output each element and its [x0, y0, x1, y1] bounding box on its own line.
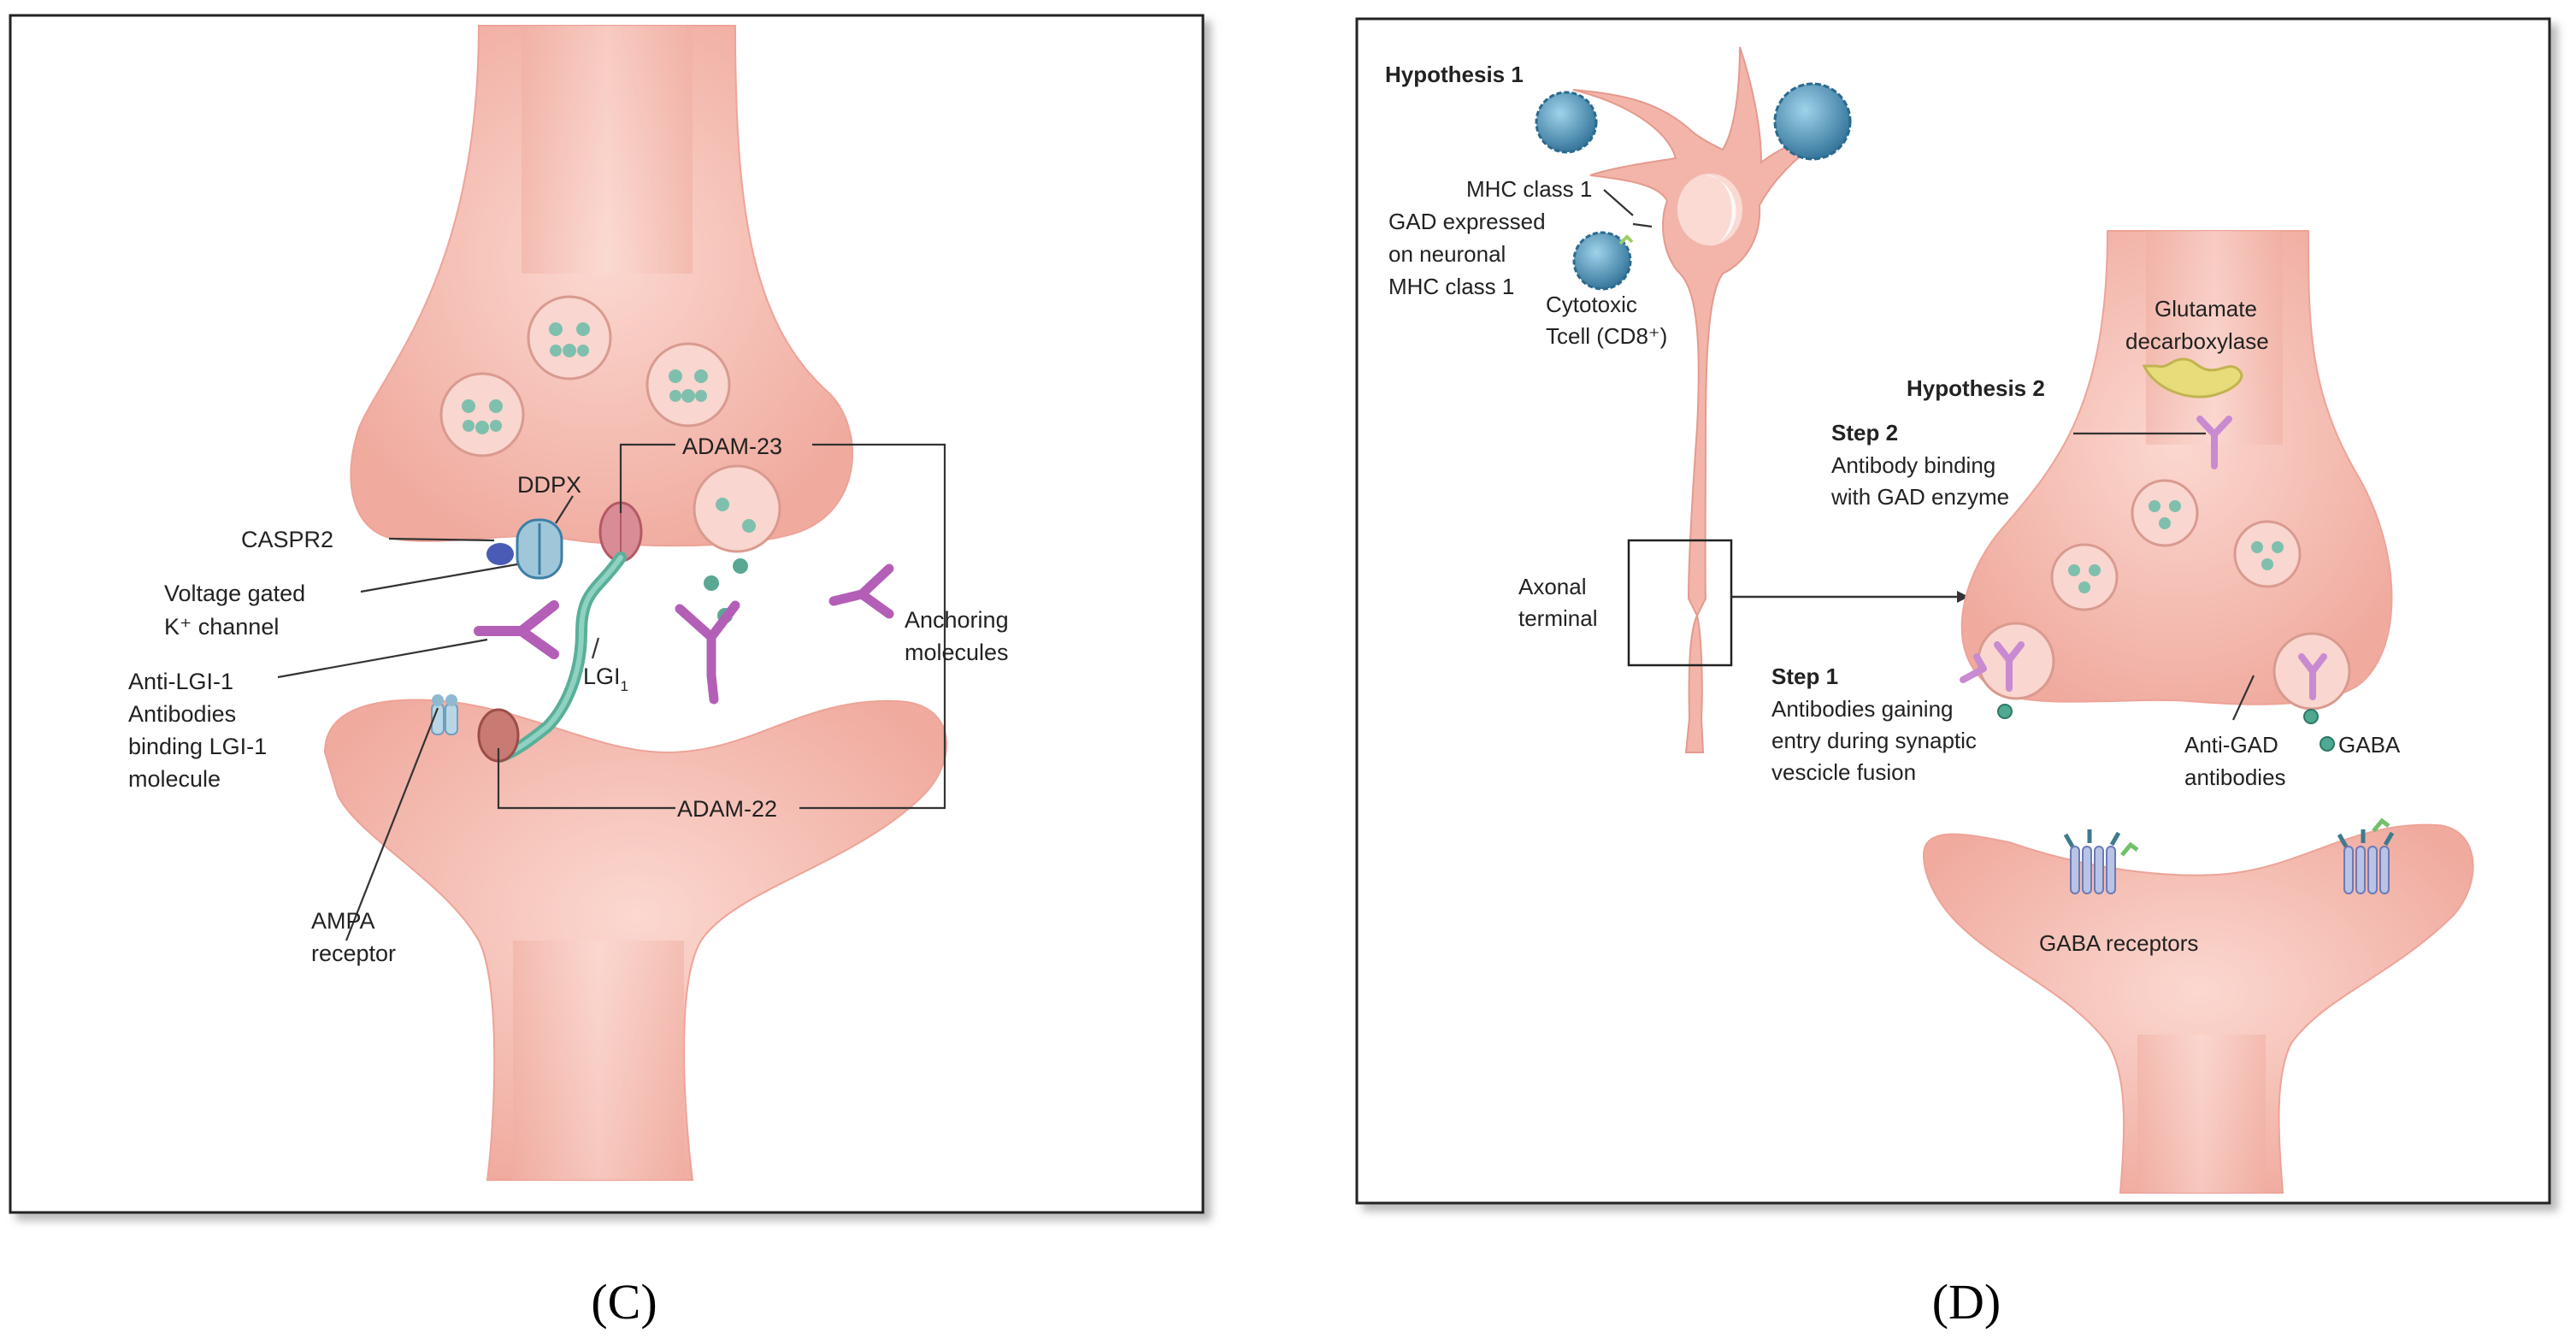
label-step-2: Step 2	[1831, 420, 1898, 445]
label-hypothesis-2: Hypothesis 2	[1907, 375, 2045, 401]
label-step-2-line2: with GAD enzyme	[1830, 484, 2009, 510]
caption-d: (D)	[1932, 1274, 2001, 1330]
label-step-2-line1: Antibody binding	[1831, 452, 1995, 478]
label-anchoring-line1: Anchoring	[905, 607, 1009, 633]
free-antibody	[828, 563, 894, 619]
label-anti-lgi1-line1: Anti-LGI-1	[128, 669, 233, 694]
leader-lines-c	[277, 443, 946, 941]
anti-gad-antibody-step2	[2196, 416, 2232, 469]
vesicle	[439, 372, 525, 457]
gad-mhc-marker	[1618, 234, 1634, 245]
label-adam-23: ADAM-23	[682, 434, 782, 459]
label-lgi1: LGI1	[583, 664, 628, 694]
label-gad-expressed-line2: on neuronal	[1388, 241, 1506, 267]
label-lgi1-text: LGI	[583, 664, 621, 689]
t-cells	[1535, 82, 1852, 291]
label-step-1-line3: vescicle fusion	[1771, 759, 1916, 785]
label-cytotoxic-line2: Tcell (CD8⁺)	[1546, 323, 1667, 349]
vesicle	[2233, 520, 2302, 588]
ampa-receptor	[431, 694, 458, 735]
label-k-channel-line1: Voltage gated	[164, 581, 305, 606]
gaba-receptor	[2337, 817, 2395, 894]
label-glutamate-line2: decarboxylase	[2125, 328, 2269, 354]
axonal-arrow-head	[1957, 591, 1969, 603]
label-step-1-line1: Antibodies gaining	[1771, 696, 1954, 722]
caption-c: (C)	[591, 1274, 657, 1330]
anti-lgi1-antibody	[474, 600, 559, 659]
gaba-molecules	[1997, 704, 2335, 752]
label-mhc-class-1: MHC class 1	[1466, 176, 1592, 202]
vesicle	[527, 295, 612, 380]
glutamate-decarboxylase-enzyme	[2142, 357, 2243, 398]
label-glutamate-line1: Glutamate	[2155, 296, 2257, 321]
label-cytotoxic-line1: Cytotoxic	[1546, 292, 1637, 317]
label-hypothesis-1: Hypothesis 1	[1385, 62, 1524, 87]
label-caspr2: CASPR2	[241, 527, 333, 552]
label-k-channel-line2: K⁺ channel	[164, 614, 279, 640]
neuron-cell	[1572, 46, 1852, 753]
fusing-vesicle	[1977, 622, 2055, 700]
label-axonal-line2: terminal	[1518, 605, 1597, 631]
gaba-receptor	[2063, 829, 2139, 894]
label-anti-gad-line1: Anti-GAD	[2184, 732, 2278, 758]
label-anti-lgi1-line4: molecule	[128, 766, 221, 792]
cytotoxic-t-cell	[1572, 231, 1632, 291]
leader-lines-d	[1603, 189, 2255, 721]
label-anchoring-line2: molecules	[905, 640, 1009, 665]
vesicle	[2131, 479, 2199, 547]
label-gaba-receptors: GABA receptors	[2039, 930, 2198, 956]
free-antibody	[675, 600, 740, 705]
vesicle	[645, 342, 731, 428]
anti-gad-antibody-step1	[1960, 641, 2025, 692]
postsynaptic-terminal-d	[1922, 823, 2474, 1194]
k-channel-complex	[486, 518, 563, 580]
label-anti-lgi1-line3: binding LGI-1	[128, 734, 267, 759]
label-gad-expressed-line1: GAD expressed	[1388, 209, 1546, 234]
fusing-vesicle	[693, 464, 781, 553]
label-anti-lgi1-line2: Antibodies	[128, 701, 236, 727]
label-gad-expressed-line3: MHC class 1	[1388, 274, 1514, 299]
anti-gad-antibody-terminal	[2298, 653, 2327, 700]
axonal-terminal-box	[1627, 539, 1733, 667]
label-anti-gad-line2: antibodies	[2184, 764, 2286, 790]
label-gaba: GABA	[2338, 732, 2401, 758]
label-lgi1-subscript: 1	[621, 678, 628, 694]
label-axonal-line1: Axonal	[1518, 574, 1587, 599]
label-ddpx: DDPX	[517, 472, 581, 498]
panel-d: Hypothesis 1 MHC class 1 GAD expressed o…	[1355, 17, 2551, 1330]
lgi1-molecule-outline	[498, 555, 623, 759]
label-ampa-line2: receptor	[311, 941, 396, 966]
synaptic-vesicles	[439, 295, 781, 553]
panel-c: DDPX ADAM-23 CASPR2 Voltage gated K⁺ cha…	[9, 14, 1205, 1330]
label-adam-22: ADAM-22	[677, 796, 777, 822]
label-ampa-line1: AMPA	[311, 908, 375, 934]
label-step-1-line2: entry during synaptic	[1771, 728, 1977, 753]
t-cell	[1773, 82, 1852, 161]
label-step-1: Step 1	[1771, 664, 1838, 689]
vesicle	[2050, 543, 2119, 611]
t-cell	[1535, 91, 1598, 154]
